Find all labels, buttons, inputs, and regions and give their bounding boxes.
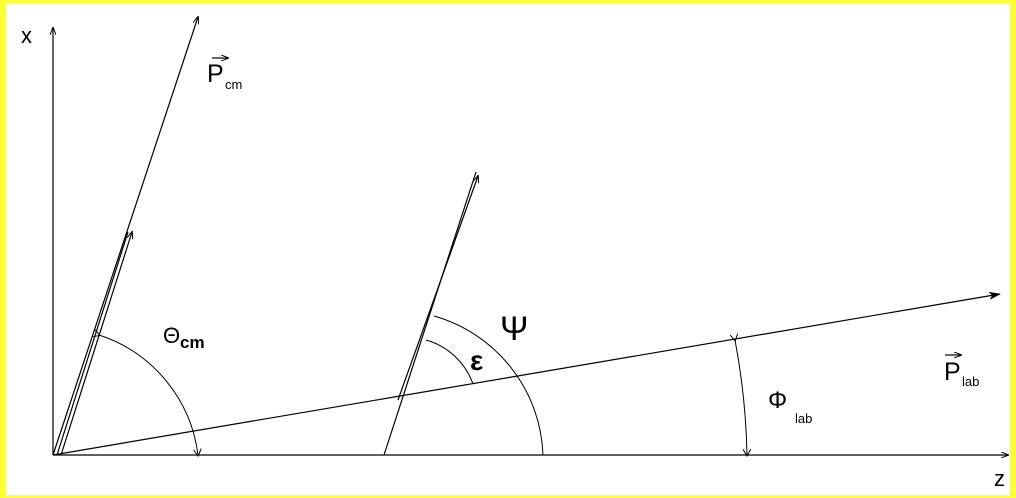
z-axis-label: z: [994, 466, 1005, 491]
x-axis-label: x: [21, 23, 32, 48]
middle-line-2: [397, 176, 478, 401]
phi-lab-subscript: lab: [795, 411, 812, 426]
theta-cm-arc: [99, 335, 198, 455]
phi-lab-label: Φ: [768, 387, 787, 414]
p-lab-vector: [52, 291, 1001, 456]
epsilon-label: ε: [470, 345, 483, 376]
p-cm-subscript: cm: [225, 77, 242, 92]
middle-line-1: [383, 171, 477, 456]
theta-cm-label: Θ: [163, 323, 180, 348]
epsilon-arc: [425, 339, 474, 385]
theta-cm-subscript: cm: [180, 333, 205, 352]
p-cm-vector: [52, 17, 198, 456]
psi-label: Ψ: [500, 310, 528, 348]
psi-arc: [433, 315, 544, 456]
phi-lab-arc: [735, 340, 747, 455]
p-cm-double-line-1: [56, 231, 129, 456]
p-cm-label: P: [207, 60, 224, 88]
p-lab-label: P: [944, 358, 961, 386]
p-cm-double-line-2: [60, 232, 132, 456]
p-lab-subscript: lab: [962, 374, 979, 389]
